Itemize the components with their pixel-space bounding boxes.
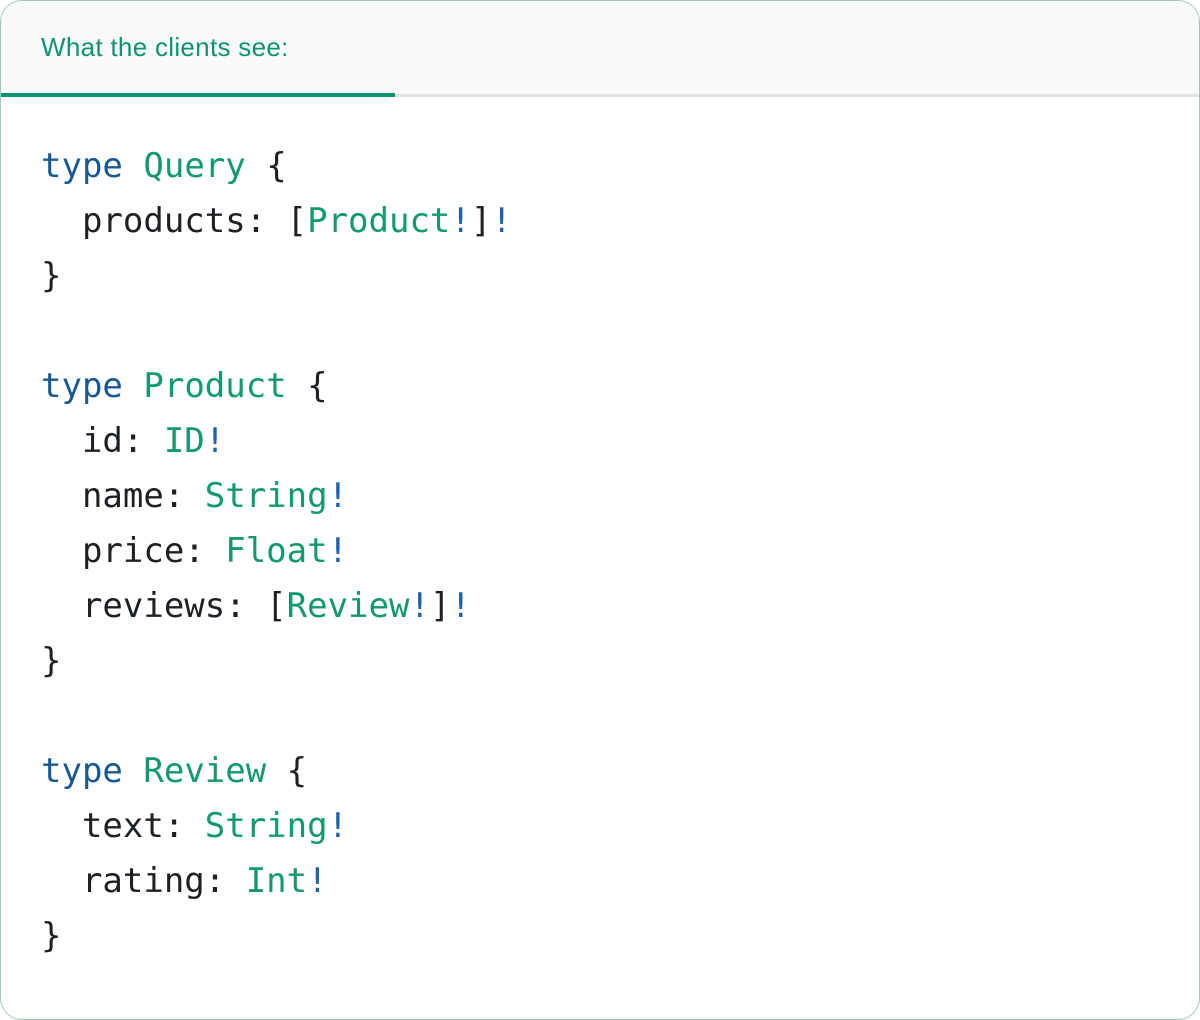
code-line: rating: Int!	[41, 861, 328, 901]
panel-header: What the clients see:	[1, 1, 1199, 97]
code-line: reviews: [Review!]!	[41, 586, 471, 626]
code-line: type Review {	[41, 751, 308, 791]
code-line	[41, 304, 1159, 359]
code-line	[41, 689, 1159, 744]
tab-label: What the clients see:	[41, 32, 289, 62]
code-line: text: String!	[41, 806, 349, 846]
code-line: }	[41, 916, 62, 956]
active-tab-indicator	[1, 93, 395, 97]
code-line: name: String!	[41, 476, 349, 516]
code-line: id: ID!	[41, 421, 226, 461]
code-line: price: Float!	[41, 531, 349, 571]
code-line: type Query {	[41, 146, 287, 186]
code-line: }	[41, 641, 62, 681]
code-line: type Product {	[41, 366, 328, 406]
tab-what-clients-see[interactable]: What the clients see:	[41, 32, 289, 63]
code-line: products: [Product!]!	[41, 201, 512, 241]
code-block: type Query { products: [Product!]!} type…	[1, 97, 1199, 964]
code-line: }	[41, 256, 62, 296]
